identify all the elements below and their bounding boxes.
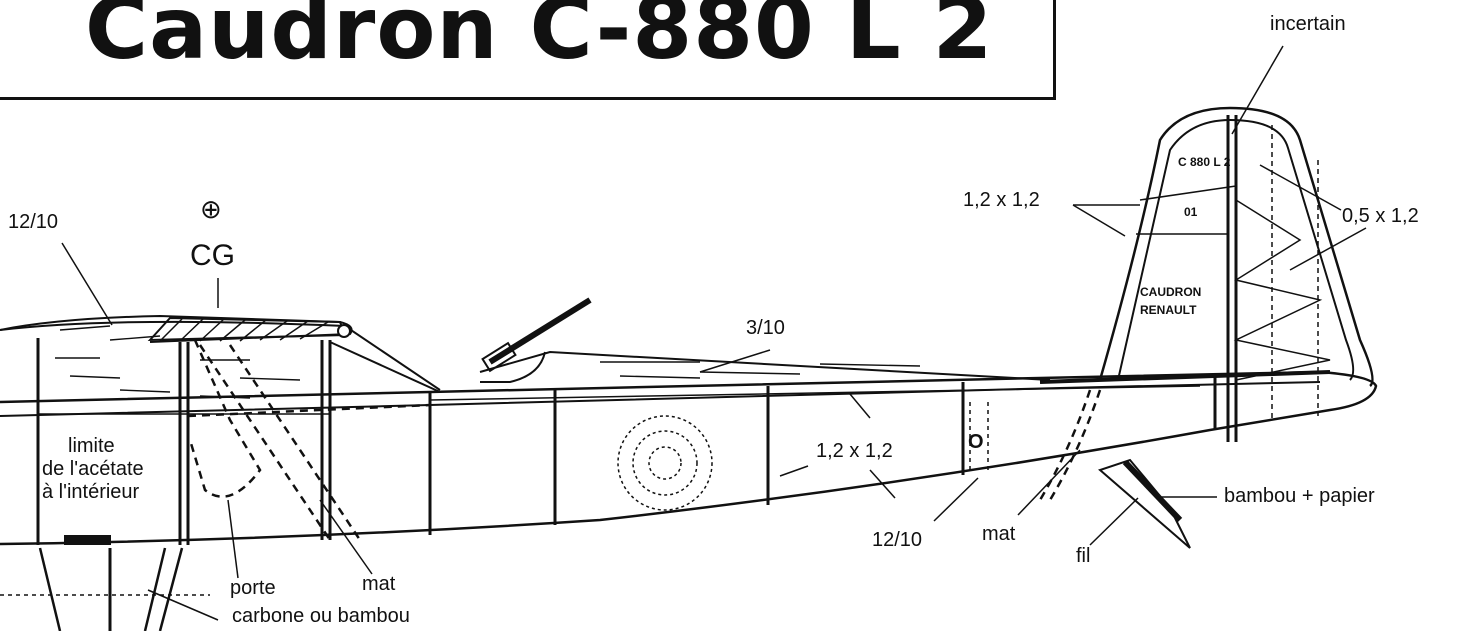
label-strut-front: mat <box>362 573 396 595</box>
tail-fin-outline <box>1098 106 1374 387</box>
step <box>64 535 111 545</box>
label-wing-ply: 12/10 <box>8 211 59 233</box>
label-door: porte <box>230 577 276 599</box>
page-title: Caudron C-880 L 2 <box>85 0 994 79</box>
label-acetate-line2: de l'acétate <box>42 458 144 480</box>
wing-hatch-lines <box>159 318 329 342</box>
deck-streaks <box>600 361 921 379</box>
machine-gun-body <box>481 341 517 373</box>
tail-brand-line2: RENAULT <box>1140 303 1197 317</box>
fuselage-stringer <box>429 385 1201 401</box>
tail-model-marking: C 880 L 2 <box>1178 155 1231 169</box>
fuselage-top-line <box>0 381 1321 417</box>
tail-dashed-spars <box>1271 125 1319 420</box>
label-fuselage-longeron: 1,2 x 1,2 <box>816 440 893 462</box>
window-streaks <box>55 325 301 399</box>
label-incertain: incertain <box>1270 13 1346 35</box>
o-mark-label: O <box>968 431 984 453</box>
label-tail-spar: 1,2 x 1,2 <box>963 189 1040 211</box>
leader-lines <box>61 45 1367 621</box>
turtle-deck-front <box>480 351 546 383</box>
dashed-lines <box>187 339 1102 541</box>
label-fuselage-sheet: 3/10 <box>746 317 785 339</box>
wing-top <box>0 314 353 343</box>
turtle-deck <box>479 350 1051 381</box>
label-wire: fil <box>1076 545 1091 567</box>
o-marker <box>969 402 989 470</box>
label-strut-rear: mat <box>982 523 1016 545</box>
tail-number-marking: 01 <box>1184 205 1198 219</box>
tailskid-bar <box>1122 459 1183 523</box>
machine-gun-barrel <box>488 297 592 365</box>
wing-hatched-area <box>147 316 347 342</box>
fuselage-outline <box>0 370 1378 546</box>
title-box: Caudron C-880 L 2 <box>0 0 1056 100</box>
label-tail-rib: 0,5 x 1,2 <box>1342 205 1419 227</box>
cg-label: CG <box>190 239 235 272</box>
tail-elevator <box>1039 370 1331 384</box>
tail-brand-line1: CAUDRON <box>1140 285 1202 299</box>
tail-rib-top <box>1139 185 1237 201</box>
cabin-side <box>329 341 441 393</box>
label-ply-bottom: 12/10 <box>872 529 923 551</box>
wing-bolt <box>337 324 351 338</box>
tail-fin-inner <box>1117 118 1355 381</box>
wing-fillet <box>0 320 441 391</box>
tailskid <box>1098 458 1191 549</box>
label-acetate-line1: limite <box>68 435 115 457</box>
cg-target-icon: ⊕ <box>200 195 222 225</box>
label-tailskid: bambou + papier <box>1224 485 1375 507</box>
fuselage-frames <box>428 376 1217 535</box>
cabin-frames <box>36 338 332 545</box>
tail-zigzag-ribs <box>1233 199 1331 381</box>
label-strut-material: carbone ou bambou <box>232 605 410 627</box>
label-acetate-line3: à l'intérieur <box>42 481 140 503</box>
landing-gear <box>0 547 210 631</box>
roundel <box>617 415 713 511</box>
